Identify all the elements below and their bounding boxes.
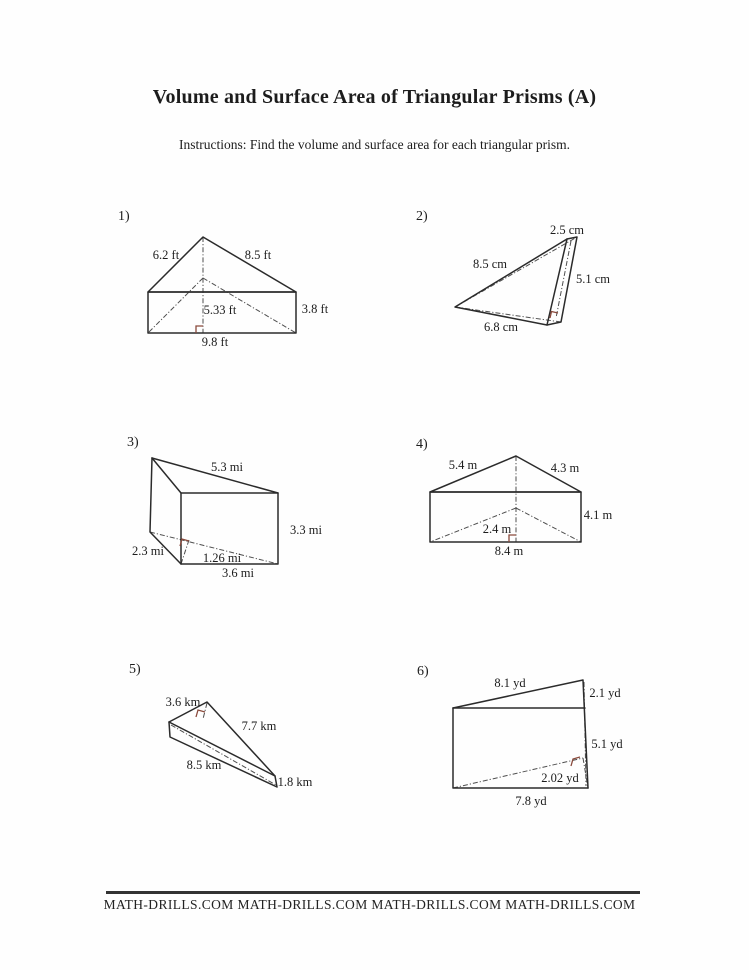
p1-dim-height: 5.33 ft — [203, 302, 237, 317]
prism-figure-2 — [454, 236, 578, 326]
prism-figure-6 — [452, 679, 589, 789]
p4-dim-height: 2.4 m — [482, 521, 512, 536]
solid-edges — [168, 701, 278, 788]
p6-dim-right-edge: 5.1 yd — [591, 736, 623, 751]
p3-dim-height: 1.26 mi — [202, 550, 242, 565]
p1-dim-left-slant: 6.2 ft — [152, 247, 180, 262]
problem-number: 2) — [416, 209, 428, 224]
hidden-edges — [454, 236, 578, 323]
p4-dim-right-slant: 4.3 m — [550, 460, 580, 475]
problem-5: 5) 3.6 km 7.7 km 8.5 km 1.8 km — [110, 655, 360, 810]
footer-divider — [106, 891, 640, 894]
hidden-edges — [170, 702, 277, 786]
hidden-edges — [147, 237, 297, 334]
p2-dim-base: 6.8 cm — [483, 319, 519, 334]
right-angle-icon — [549, 310, 559, 319]
p3-dim-right-edge: 3.3 mi — [290, 522, 322, 537]
p6-dim-height: 2.02 yd — [541, 770, 579, 785]
p5-dim-right-slant: 7.7 km — [241, 718, 277, 733]
p2-dim-right-edge: 5.1 cm — [575, 271, 611, 286]
problem-number: 4) — [416, 437, 428, 452]
p2-dim-top-edge: 2.5 cm — [549, 222, 585, 237]
hidden-edges — [149, 531, 279, 565]
instructions-text: Instructions: Find the volume and surfac… — [179, 137, 570, 152]
p3-dim-left-edge: 2.3 mi — [132, 543, 164, 558]
solid-edges — [452, 679, 589, 789]
right-angle-icon — [179, 538, 190, 547]
page-title: Volume and Surface Area of Triangular Pr… — [152, 86, 597, 108]
solid-edges — [429, 455, 582, 543]
p6-dim-base: 7.8 yd — [515, 793, 547, 808]
right-angle-icon — [570, 756, 581, 767]
solid-edges — [454, 236, 578, 326]
problem-6: 6) 8.1 yd 2.1 yd 5.1 yd 2.02 yd 7.8 yd — [400, 655, 660, 815]
p6-dim-top-right-edge: 2.1 yd — [589, 685, 621, 700]
p2-dim-left-slant: 8.5 cm — [472, 256, 508, 271]
p1-dim-right-slant: 8.5 ft — [244, 247, 272, 262]
p4-dim-base: 8.4 m — [494, 543, 524, 558]
right-angle-icon — [195, 709, 206, 718]
p1-dim-base: 9.8 ft — [201, 334, 229, 349]
right-angle-icon — [195, 325, 203, 333]
p5-dim-bottom-slant: 8.5 km — [186, 757, 222, 772]
p4-dim-right-edge: 4.1 m — [583, 507, 613, 522]
problem-number: 6) — [417, 664, 429, 679]
problem-number: 5) — [129, 662, 141, 677]
prism-figure-4 — [429, 455, 582, 543]
p3-dim-base: 3.6 mi — [222, 565, 254, 580]
footer-brand: MATH-DRILLS.COM MATH-DRILLS.COM MATH-DRI… — [103, 897, 636, 912]
problem-number: 3) — [127, 435, 139, 450]
problem-number: 1) — [118, 209, 130, 224]
problem-3: 3) 5.3 mi 3.3 mi 2.3 mi 1.26 mi 3.6 mi — [110, 430, 360, 590]
p5-dim-right-edge: 1.8 km — [277, 774, 313, 789]
prism-figure-1 — [147, 236, 297, 334]
p6-dim-top-slant: 8.1 yd — [494, 675, 526, 690]
prism-figure-5 — [168, 701, 278, 788]
prism-figure-3 — [149, 457, 279, 565]
problem-4: 4) 5.4 m 4.3 m 4.1 m 2.4 m 8.4 m — [400, 430, 660, 580]
p4-dim-left-slant: 5.4 m — [448, 457, 478, 472]
right-angle-icon — [508, 534, 516, 542]
p1-dim-depth: 3.8 ft — [301, 301, 329, 316]
hidden-edges — [429, 456, 582, 543]
problem-1: 1) 6.2 ft 8.5 ft 5.33 ft 3.8 ft 9.8 ft — [110, 200, 360, 360]
solid-edges — [147, 236, 297, 334]
problem-2: 2) 2.5 cm 8.5 cm 5.1 cm 6.8 cm — [400, 200, 660, 350]
p5-dim-top-edge: 3.6 km — [165, 694, 201, 709]
p3-dim-top-slant: 5.3 mi — [211, 459, 243, 474]
